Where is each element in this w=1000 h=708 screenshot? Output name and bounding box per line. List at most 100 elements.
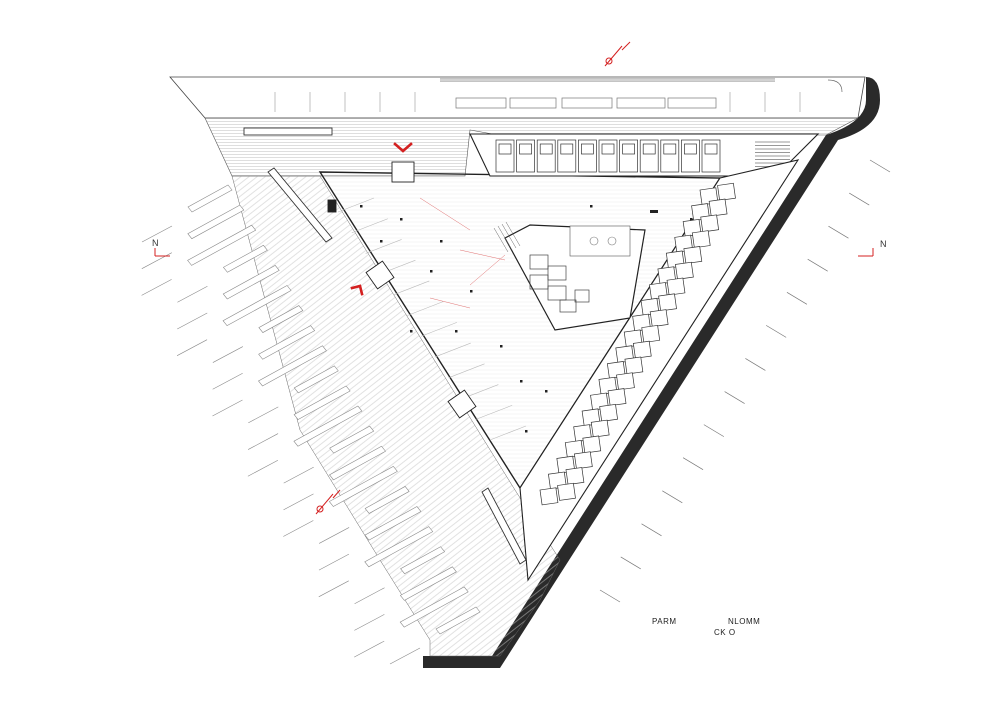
pier <box>258 345 327 387</box>
column <box>590 205 593 208</box>
pier <box>399 566 457 601</box>
pier <box>187 224 257 266</box>
east-room <box>666 277 686 296</box>
pier <box>329 425 375 454</box>
east-room <box>590 419 610 438</box>
north-room-detail <box>560 143 574 155</box>
east-room <box>557 482 576 501</box>
column <box>545 390 548 393</box>
hall-seat-line <box>489 425 527 441</box>
pier <box>293 365 339 394</box>
column <box>360 205 363 208</box>
north-label-west: N <box>152 238 159 248</box>
north-label-east: N <box>880 239 887 249</box>
east-room <box>632 340 652 359</box>
pier <box>293 405 363 447</box>
hall-guides <box>419 197 506 309</box>
east-guide-line <box>682 457 704 470</box>
west-terrace <box>231 175 561 657</box>
pier-guide-line <box>354 587 385 604</box>
east-guide-line <box>641 523 662 537</box>
east-guide-line <box>828 225 849 239</box>
column <box>525 430 528 433</box>
north-rooms <box>469 133 820 177</box>
column <box>455 330 458 333</box>
pier-guide-line <box>389 647 421 665</box>
column <box>690 218 693 221</box>
pier-guide-line <box>283 466 314 484</box>
east-guide-line <box>599 589 621 603</box>
title-block-right: NLOMM <box>728 617 761 626</box>
title-block-left: PARM <box>652 617 677 626</box>
hall-seating <box>337 197 527 441</box>
pier-guide-line <box>141 225 173 243</box>
east-room <box>565 467 585 485</box>
north-room-detail <box>581 143 594 155</box>
east-guide-line <box>745 358 766 371</box>
hall-seat-line <box>365 239 402 254</box>
column <box>500 345 503 348</box>
column <box>400 218 403 221</box>
hall-seat-line <box>448 363 485 379</box>
hall-seat-line <box>351 218 388 234</box>
column <box>650 210 658 213</box>
pier <box>258 325 316 360</box>
inner-room <box>574 289 590 303</box>
pier <box>222 285 292 327</box>
east-guide-line <box>765 325 787 338</box>
pier-guide-line <box>141 252 172 269</box>
east-room <box>582 435 602 454</box>
pier <box>187 184 233 213</box>
east-room <box>691 230 711 249</box>
pier-guide-line <box>354 614 385 631</box>
pier-guide-line <box>318 553 350 571</box>
hall-seat-line <box>434 342 471 358</box>
pier <box>329 445 386 481</box>
pier-guide-line <box>212 346 243 363</box>
pier <box>399 586 469 628</box>
west-benches <box>267 167 527 565</box>
east-room <box>658 293 677 312</box>
entry-nodes <box>327 161 477 419</box>
pier <box>222 244 268 273</box>
pier-guide-line <box>283 493 314 511</box>
north-arrow-east-icon <box>858 248 874 257</box>
pier-guide-line <box>319 527 350 544</box>
north-room-detail <box>601 143 615 155</box>
pier-guide-line <box>212 373 243 390</box>
east-guide-line <box>703 424 725 437</box>
column <box>380 240 383 243</box>
inner-room <box>559 299 577 313</box>
pier-guide-line <box>248 406 279 424</box>
column <box>470 290 473 293</box>
east-room <box>675 261 694 280</box>
east-guide-line <box>807 258 828 272</box>
east-guide-line <box>662 490 683 504</box>
north-room-detail <box>663 143 677 155</box>
east-guides <box>599 159 891 603</box>
north-room-detail <box>704 143 718 155</box>
west-piers <box>141 184 481 665</box>
east-room <box>717 182 736 201</box>
east-guide-line <box>620 556 641 570</box>
column <box>520 380 523 383</box>
pier-guide-line <box>247 433 279 450</box>
east-room <box>599 403 618 422</box>
hall-seat-line <box>337 197 375 213</box>
east-room <box>573 451 593 470</box>
pier <box>364 486 410 514</box>
section-marker-top <box>604 41 631 67</box>
east-room <box>624 356 644 375</box>
inner-block <box>493 221 646 331</box>
east-guide-line <box>869 159 891 173</box>
north-room-detail <box>498 143 512 155</box>
pier <box>293 385 351 420</box>
east-guide-line <box>786 292 808 305</box>
pier <box>258 305 304 333</box>
pier-guide-line <box>354 640 385 658</box>
east-rooms <box>519 159 800 582</box>
north-bench <box>243 127 333 136</box>
inner-room <box>547 285 567 301</box>
section-marker-bottom <box>315 489 341 515</box>
